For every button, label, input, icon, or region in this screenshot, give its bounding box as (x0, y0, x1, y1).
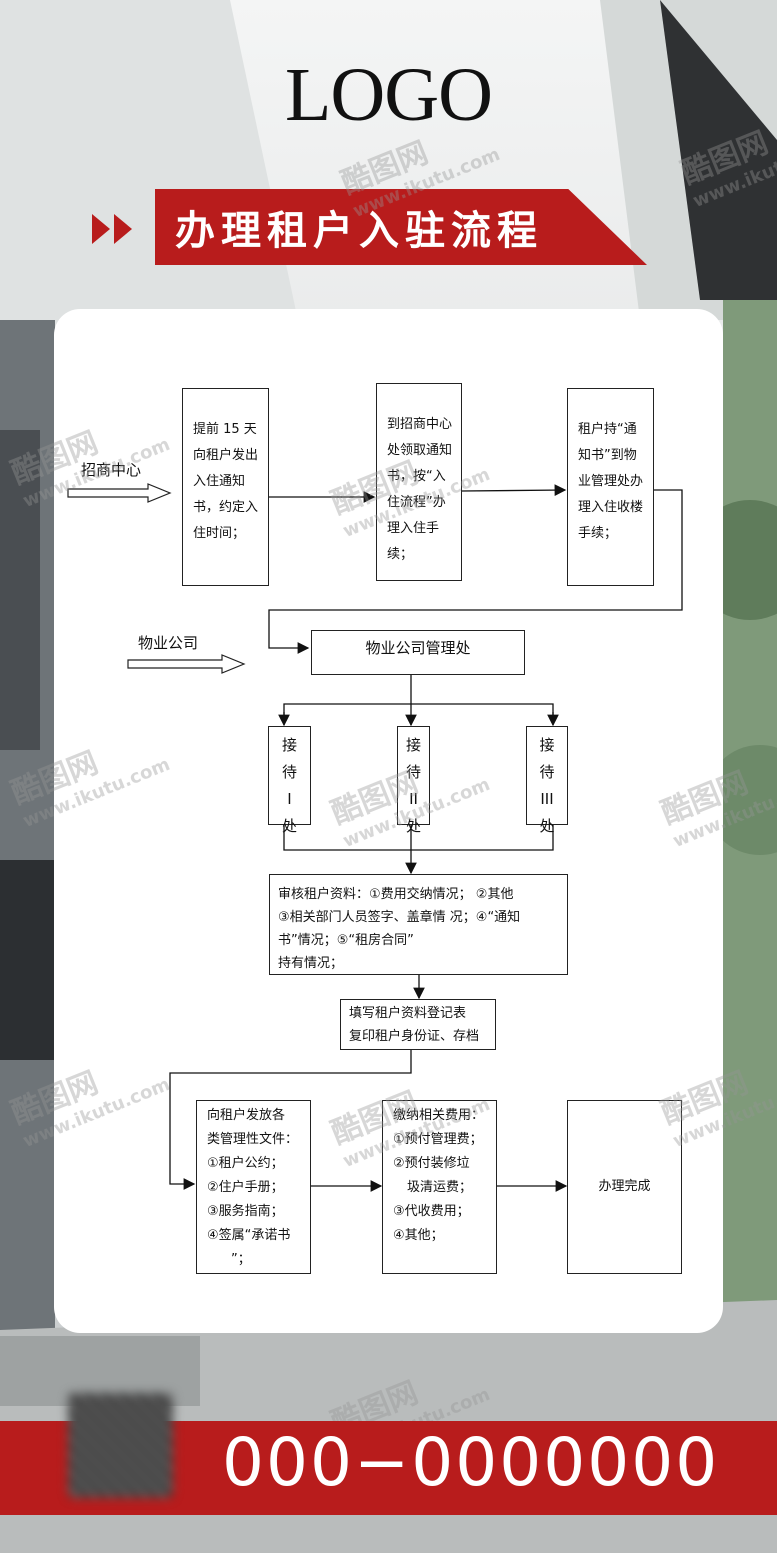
title-banner (155, 189, 647, 265)
qr-code-blurred (68, 1393, 173, 1498)
lane-label-property: 物业公司 (138, 634, 199, 652)
reception-desk-2: 接待II处 (397, 726, 430, 835)
issue-documents: 向租户发放各 类管理性文件： ①租户公约； ②住户手册； ③服务指南； ④签属“… (196, 1100, 311, 1274)
step-property-checkin: 租户持“通知书”到物业管理处办理入住收楼手续； (567, 388, 654, 586)
page-title: 办理租户入驻流程 (175, 207, 543, 254)
pay-fees: 缴纳相关费用： ①预付管理费； ②预付装修垃 圾清运费； ③代收费用； ④其他； (382, 1100, 497, 1274)
property-management-office: 物业公司管理处 (311, 630, 525, 675)
review-documents: 审核租户资料：①费用交纳情况； ②其他 ③相关部门人员签字、盖章情 况；④“通知… (269, 874, 568, 975)
phone-number: 000−0000000 (222, 1424, 720, 1501)
reception-desk-3: 接待III处 (526, 726, 568, 835)
process-complete: 办理完成 (567, 1100, 682, 1274)
double-chevron-icon (92, 214, 132, 244)
lane-label-investment: 招商中心 (81, 461, 142, 479)
step-send-notice: 提前 15 天向租户发出入住通知书，约定入住时间； (182, 388, 269, 586)
register-tenant: 填写租户资料登记表 复印租户身份证、存档 (340, 999, 496, 1050)
step-collect-notice: 到招商中心处领取通知书，按“入住流程”办理入住手续； (376, 383, 462, 581)
logo-text: LOGO (284, 53, 493, 137)
reception-desk-1: 接待I处 (268, 726, 311, 835)
